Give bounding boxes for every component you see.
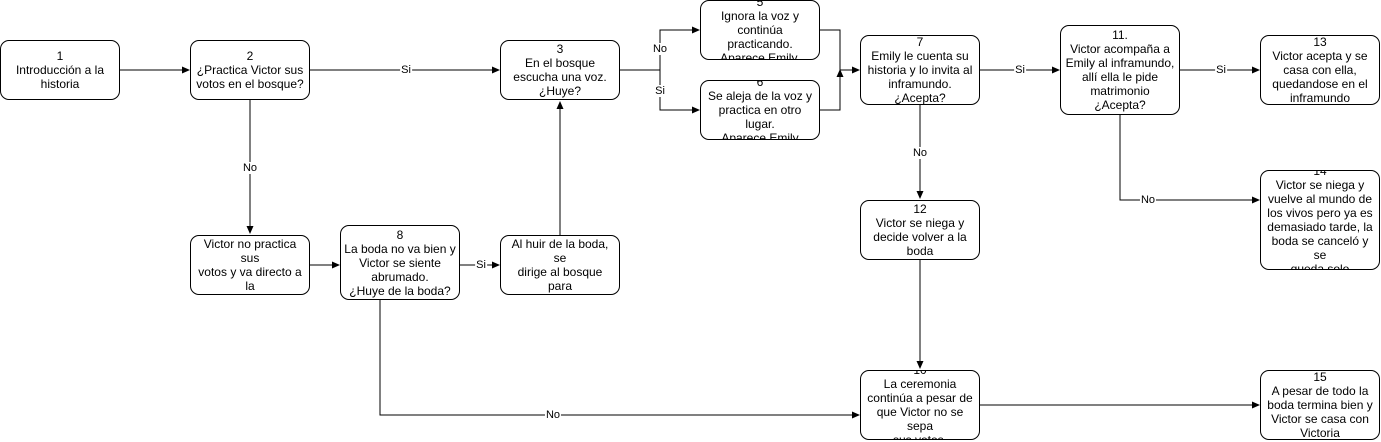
node-14: 14 Victor se niega y vuelve al mundo de … (1260, 170, 1380, 270)
node-9-text: 9 Al huir de la boda, se dirige al bosqu… (508, 236, 611, 294)
node-14-text: 14 Victor se niega y vuelve al mundo de … (1267, 170, 1373, 270)
node-4-text: 4 Victor no practica sus votos y va dire… (198, 236, 302, 294)
node-11-text: 11. Victor acompaña a Emily al inframund… (1065, 28, 1175, 112)
edge-11-14 (1119, 115, 1260, 204)
node-8: 8 La boda no va bien y Victor se siente … (340, 225, 460, 300)
node-3: 3 En el bosque escucha una voz. ¿Huye? (500, 40, 620, 100)
edge-label-si-7-11: Si (1014, 64, 1026, 76)
node-1-text: 1 Introducción a la historia (15, 49, 105, 91)
node-1: 1 Introducción a la historia (0, 40, 120, 100)
edge-label-no-2-4: No (241, 162, 259, 174)
edge-8-10 (379, 295, 860, 419)
edge-label-no-11-14: No (1139, 194, 1157, 206)
edge-5-7 (820, 29, 860, 74)
node-10-text: 10 La ceremonia continúa a pesar de que … (867, 370, 973, 440)
node-7-text: 7 Emily le cuenta su historia y lo invit… (867, 35, 973, 105)
node-12: 12 Victor se niega y decide volver a la … (860, 200, 980, 260)
node-2-text: 2 ¿Practica Victor sus votos en el bosqu… (196, 49, 304, 91)
node-3-text: 3 En el bosque escucha una voz. ¿Huye? (513, 42, 607, 98)
edge-label-no-3-5: No (651, 43, 669, 55)
node-11: 11. Victor acompaña a Emily al inframund… (1060, 25, 1180, 115)
node-5: 5 Ignora la voz y continúa practicando. … (700, 0, 820, 60)
node-6-text: 6 Se aleja de la voz y practica en otro … (707, 80, 813, 140)
edge-label-no-7-12: No (911, 147, 929, 159)
edge-label-si-8-9: Si (475, 259, 487, 271)
edge-label-no-8-10: No (544, 409, 562, 421)
node-13: 13 Victor acepta y se casa con ella, que… (1260, 35, 1380, 105)
node-7: 7 Emily le cuenta su historia y lo invit… (860, 35, 980, 105)
node-12-text: 12 Victor se niega y decide volver a la … (873, 202, 967, 258)
node-4: 4 Victor no practica sus votos y va dire… (190, 235, 310, 295)
node-15-text: 15 A pesar de todo la boda termina bien … (1267, 370, 1373, 440)
edge-label-si-3-6: Si (654, 85, 666, 97)
node-15: 15 A pesar de todo la boda termina bien … (1260, 370, 1380, 440)
node-2: 2 ¿Practica Victor sus votos en el bosqu… (190, 40, 310, 100)
node-9: 9 Al huir de la boda, se dirige al bosqu… (500, 235, 620, 295)
node-6: 6 Se aleja de la voz y practica en otro … (700, 80, 820, 140)
node-8-text: 8 La boda no va bien y Victor se siente … (344, 227, 456, 298)
edge-label-si-11-13: Si (1215, 64, 1227, 76)
node-13-text: 13 Victor acepta y se casa con ella, que… (1272, 35, 1368, 105)
node-5-text: 5 Ignora la voz y continúa practicando. … (720, 0, 800, 60)
edge-label-si-2-3: Si (400, 64, 412, 76)
edge-3-6 (659, 70, 700, 114)
edge-6-7 (820, 69, 844, 111)
node-10: 10 La ceremonia continúa a pesar de que … (860, 370, 980, 440)
